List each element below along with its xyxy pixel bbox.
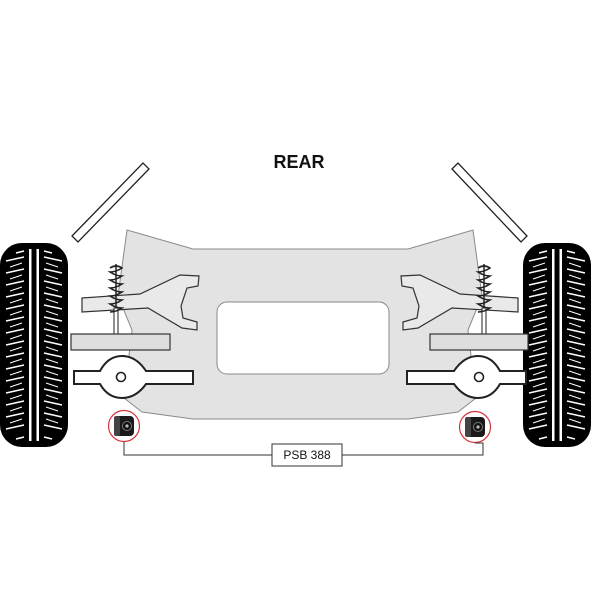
part-leader-lines <box>123 442 484 456</box>
right-strut-bar <box>451 162 528 243</box>
subframe-cutout <box>216 301 390 375</box>
right-tire <box>522 242 592 448</box>
left-bushing <box>113 415 135 437</box>
left-strut-bar <box>71 162 150 243</box>
right-lower-link <box>429 333 529 351</box>
right-trailing-arm <box>406 354 527 400</box>
left-bushing-highlight <box>107 409 141 443</box>
left-tire <box>0 242 69 448</box>
part-number-label: PSB 388 <box>283 448 331 462</box>
left-lower-link <box>70 333 171 351</box>
right-bushing-highlight <box>458 410 492 444</box>
part-number-callout: PSB 388 <box>271 443 343 467</box>
rear-label: REAR <box>273 152 324 172</box>
right-bushing <box>464 416 486 438</box>
left-trailing-arm <box>73 354 194 400</box>
right-upper-arm <box>400 274 519 331</box>
subframe <box>117 229 483 420</box>
left-upper-arm <box>81 274 200 331</box>
